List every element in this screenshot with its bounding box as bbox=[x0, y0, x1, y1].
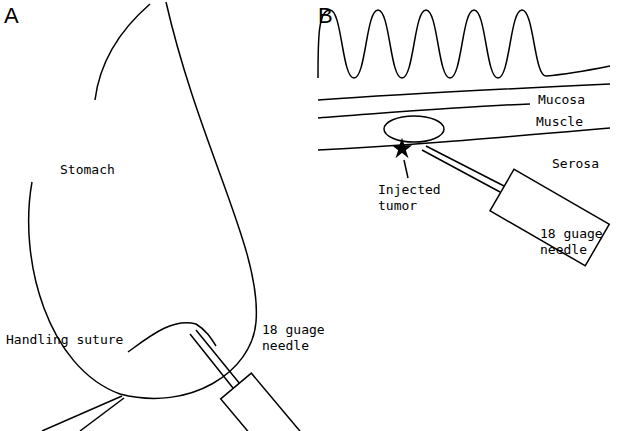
part-label: 18 guage needle bbox=[262, 322, 328, 354]
tumor-marker bbox=[394, 140, 410, 156]
needle-shaft bbox=[190, 330, 240, 388]
layer-label: Mucosa bbox=[538, 92, 585, 108]
part-label: Handling suture bbox=[6, 332, 166, 348]
mucosa-folds bbox=[318, 10, 610, 78]
stomach-inner-curve bbox=[95, 4, 150, 100]
needle-hub bbox=[221, 373, 309, 431]
serosa-boundary bbox=[318, 128, 610, 150]
layer-label: Serosa bbox=[552, 156, 599, 172]
handling-suture bbox=[42, 396, 124, 431]
tumor-leader bbox=[404, 160, 408, 178]
layer-label: Muscle bbox=[536, 114, 583, 130]
organ-label: Stomach bbox=[60, 162, 115, 178]
injected-tumor bbox=[384, 116, 444, 142]
part-label: Injected tumor bbox=[378, 182, 448, 214]
part-label: 18 guage needle bbox=[540, 226, 610, 258]
needle-hub bbox=[490, 169, 609, 266]
panel-letter: A bbox=[4, 4, 19, 28]
panel-letter: B bbox=[318, 4, 333, 28]
muscle-boundary bbox=[318, 104, 530, 118]
